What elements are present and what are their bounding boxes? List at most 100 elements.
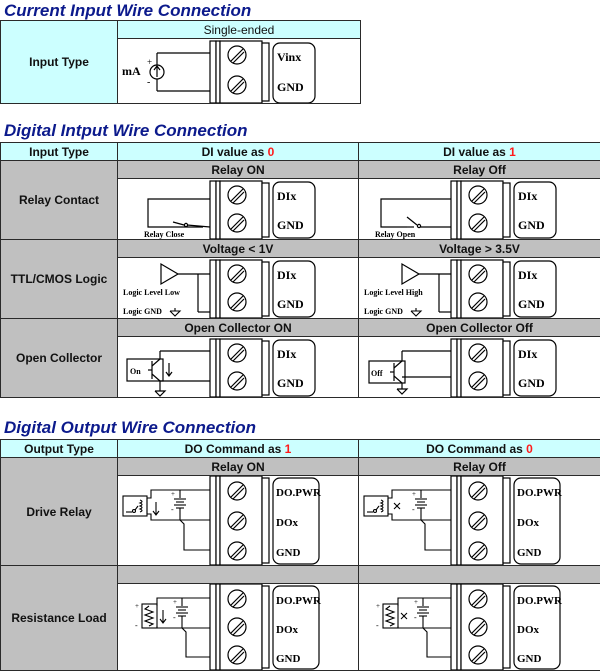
- resistor-icon: [141, 597, 210, 658]
- minus-sign: -: [412, 505, 415, 514]
- terminal-gnd: GND: [277, 297, 304, 311]
- open-collector-off-diagram: Off DIx GND: [368, 338, 557, 397]
- open-collector-label: Open Collector: [0, 318, 118, 398]
- logic-buffer-icon: [401, 262, 451, 313]
- off-caption: Off: [371, 369, 383, 378]
- resistance-on-subheader: [117, 565, 359, 584]
- terminal-do-pwr: DO.PWR: [276, 487, 322, 499]
- terminal-block-icon: [450, 584, 561, 670]
- relay-contact-label: Relay Contact: [0, 160, 118, 240]
- transistor-icon: [368, 350, 451, 395]
- plus-sign: +: [173, 598, 177, 606]
- do-command-1-header: DO Command as 1: [117, 439, 359, 458]
- plus-sign: +: [135, 602, 139, 610]
- minus-sign: -: [414, 613, 417, 622]
- terminal-gnd: GND: [518, 218, 545, 232]
- terminal-block-icon: [209, 476, 320, 565]
- current-input-table: Input Type Single-ended mA + -: [0, 20, 361, 104]
- open-collector-on-diagram: On DIx GND: [126, 338, 316, 397]
- resistance-load-off-diagram: + - + - DO.PWR DOx GND: [376, 584, 563, 670]
- terminal-block-icon: [209, 40, 316, 103]
- di-value-0: 0: [267, 144, 275, 159]
- terminal-dox: DOx: [276, 624, 299, 636]
- ma-label: mA: [122, 64, 141, 78]
- terminal-block-icon: [450, 180, 557, 239]
- logic-high-diagram: Logic Level High Logic GND DIx GND: [364, 259, 557, 318]
- single-ended-header: Single-ended: [117, 20, 361, 39]
- drive-relay-label: Drive Relay: [0, 457, 118, 566]
- terminal-dix: DIx: [518, 189, 537, 203]
- di-value-1: 1: [509, 144, 516, 159]
- terminal-do-pwr: DO.PWR: [517, 487, 563, 499]
- minus-sign: -: [173, 613, 176, 622]
- relay-close-caption: Relay Close: [144, 230, 185, 239]
- terminal-do-pwr: DO.PWR: [276, 595, 322, 607]
- minus-sign: -: [376, 621, 379, 630]
- drive-relay-off-diagram: + - DO.PWR DOx GND: [363, 476, 563, 565]
- terminal-dix: DIx: [518, 347, 537, 361]
- digital-input-table: Input Type DI value as 0 DI value as 1 R…: [0, 142, 600, 398]
- terminal-gnd: GND: [276, 547, 301, 559]
- output-type-header: Output Type: [0, 439, 118, 458]
- ttl-cmos-label: TTL/CMOS Logic: [0, 239, 118, 319]
- digital-output-table: Output Type DO Command as 1 DO Command a…: [0, 439, 600, 671]
- terminal-gnd: GND: [518, 297, 545, 311]
- plus-sign: +: [412, 490, 416, 498]
- relay-open-switch-icon: [380, 198, 451, 229]
- plus-sign: +: [376, 602, 380, 610]
- relay-close-switch-icon: [147, 198, 211, 228]
- terminal-gnd: GND: [276, 653, 301, 665]
- di-value-0-header: DI value as 0: [117, 142, 359, 161]
- transistor-icon: [126, 350, 210, 397]
- on-caption: On: [130, 367, 141, 376]
- resistance-load-on-diagram: + - + - DO.PWR DOx GND: [135, 584, 322, 670]
- do-relay-off-subheader: Relay Off: [358, 457, 600, 476]
- terminal-gnd: GND: [518, 376, 545, 390]
- terminal-block-icon: [209, 338, 316, 397]
- current-input-title: Current Input Wire Connection: [4, 1, 252, 20]
- terminal-block-icon: [209, 180, 316, 239]
- terminal-dox: DOx: [517, 517, 540, 529]
- minus-sign: -: [171, 505, 174, 514]
- current-input-diagram: mA + - Vinx GND: [122, 40, 316, 103]
- resistance-off-subheader: [358, 565, 600, 584]
- relay-open-diagram: Relay Open DIx GND: [375, 180, 557, 239]
- open-collector-on-subheader: Open Collector ON: [117, 318, 359, 337]
- drive-relay-on-diagram: + - DO.PWR DOx GND: [122, 476, 322, 565]
- relay-close-diagram: Relay Close DIx GND: [144, 180, 316, 239]
- logic-level-high-caption: Logic Level High: [364, 288, 423, 297]
- ground-icon: [169, 308, 182, 317]
- logic-gnd-caption: Logic GND: [123, 307, 162, 316]
- current-source-icon: [149, 52, 210, 92]
- minus-sign: -: [147, 77, 150, 88]
- terminal-block-icon: [450, 338, 557, 397]
- plus-sign: +: [171, 490, 175, 498]
- terminal-gnd: GND: [277, 80, 304, 94]
- di-value-1-header: DI value as 1: [358, 142, 600, 161]
- plus-sign: +: [414, 598, 418, 606]
- digital-input-title: Digital Intput Wire Connection: [4, 121, 248, 140]
- relay-off-subheader: Relay Off: [358, 160, 600, 179]
- relay-coil-icon: [122, 489, 210, 551]
- terminal-vinx: Vinx: [277, 50, 301, 64]
- voltage-high-subheader: Voltage > 3.5V: [358, 239, 600, 258]
- terminal-gnd: GND: [277, 376, 304, 390]
- do-command-0: 0: [526, 441, 533, 456]
- terminal-dix: DIx: [277, 189, 296, 203]
- terminal-block-icon: [450, 259, 557, 318]
- relay-on-subheader: Relay ON: [117, 160, 359, 179]
- do-command-1: 1: [284, 441, 292, 456]
- terminal-gnd: GND: [517, 653, 542, 665]
- logic-low-diagram: Logic Level Low Logic GND DIx GND: [123, 259, 316, 318]
- logic-buffer-icon: [160, 262, 210, 313]
- do-command-0-header: DO Command as 0: [358, 439, 600, 458]
- open-collector-off-subheader: Open Collector Off: [358, 318, 600, 337]
- terminal-dox: DOx: [276, 517, 299, 529]
- terminal-dix: DIx: [277, 268, 296, 282]
- logic-level-low-caption: Logic Level Low: [123, 288, 180, 297]
- terminal-dix: DIx: [518, 268, 537, 282]
- plus-sign: +: [147, 57, 152, 67]
- resistance-load-label: Resistance Load: [0, 565, 118, 671]
- terminal-do-pwr: DO.PWR: [517, 595, 563, 607]
- terminal-block-icon: [209, 584, 320, 670]
